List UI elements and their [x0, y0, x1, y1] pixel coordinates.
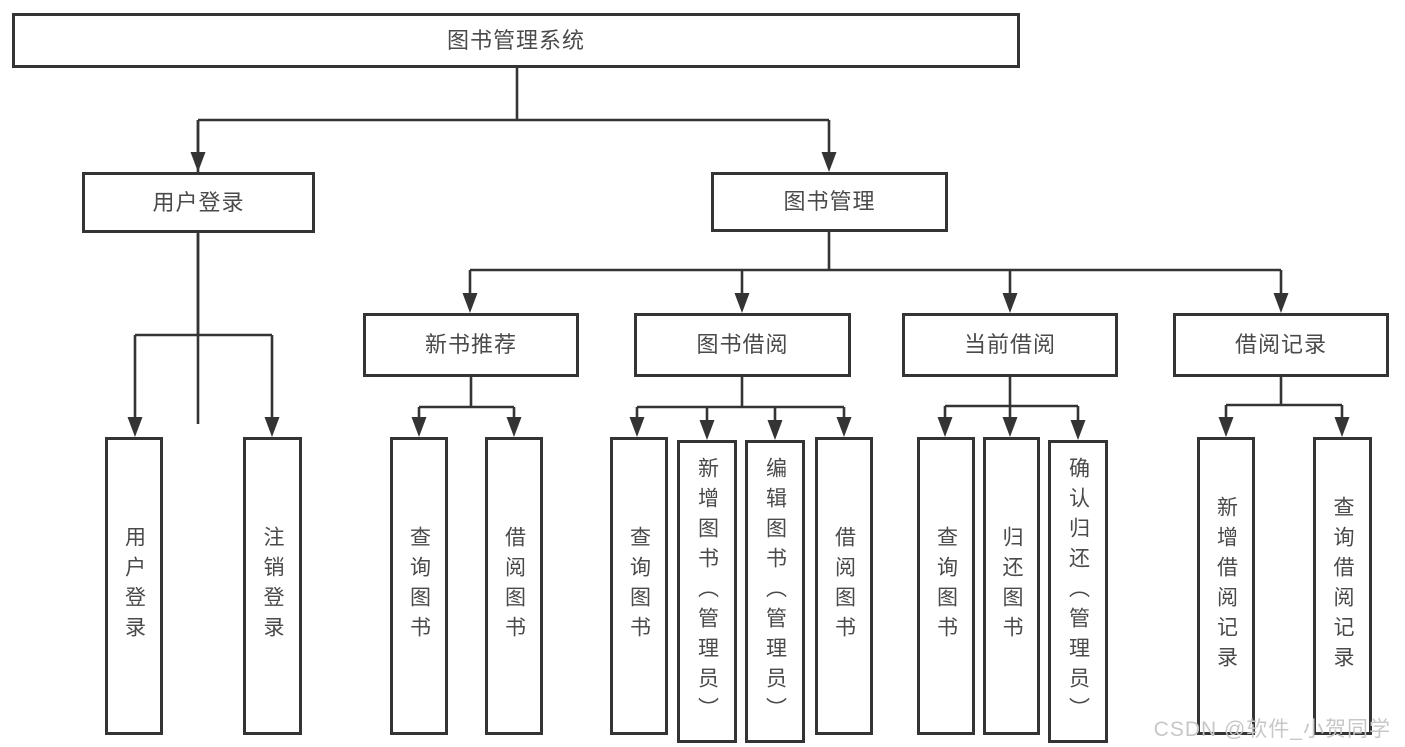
node-label: 查询借阅记录	[1331, 496, 1354, 676]
leaf-borrow-book-recommend: 借阅图书	[485, 437, 543, 735]
node-label: 新书推荐	[424, 332, 517, 357]
node-label: 查询图书	[934, 526, 958, 646]
node-book-management: 图书管理	[711, 172, 948, 232]
leaf-edit-book-admin: 编辑图书（管理员）	[745, 440, 805, 743]
node-user-login: 用户登录	[82, 172, 315, 233]
node-label: 用户登录	[122, 526, 146, 646]
leaf-logout: 注销登录	[243, 437, 302, 735]
node-label: 借阅图书	[502, 526, 526, 646]
node-current-borrow: 当前借阅	[902, 313, 1118, 377]
node-label: 当前借阅	[963, 332, 1056, 357]
node-label: 图书管理	[783, 189, 876, 214]
node-root-library-system: 图书管理系统	[12, 13, 1020, 68]
node-book-borrow: 图书借阅	[634, 313, 851, 377]
node-label: 注销登录	[261, 526, 284, 646]
leaf-query-borrow-record: 查询借阅记录	[1313, 437, 1372, 735]
csdn-watermark: CSDN @软件_小贺同学	[1153, 718, 1391, 741]
node-label: 借阅记录	[1234, 332, 1327, 357]
leaf-user-login: 用户登录	[105, 437, 163, 735]
node-label: 新增借阅记录	[1214, 496, 1238, 676]
node-label: 图书管理系统	[446, 27, 585, 53]
leaf-query-book-borrow: 查询图书	[610, 437, 668, 735]
node-borrow-records: 借阅记录	[1173, 313, 1389, 377]
node-label: 图书借阅	[696, 332, 789, 357]
leaf-query-book-current: 查询图书	[917, 437, 975, 735]
leaf-return-book: 归还图书	[983, 437, 1040, 735]
leaf-query-book-recommend: 查询图书	[390, 437, 448, 735]
leaf-borrow-book: 借阅图书	[815, 437, 873, 735]
node-label: 查询图书	[407, 526, 431, 646]
node-label: 确认归还（管理员）	[1066, 456, 1090, 727]
node-label: 借阅图书	[832, 526, 856, 646]
node-label: 查询图书	[627, 526, 651, 646]
node-label: 新增图书（管理员）	[695, 456, 719, 727]
leaf-add-borrow-record: 新增借阅记录	[1197, 437, 1255, 735]
node-label: 编辑图书（管理员）	[763, 456, 787, 727]
leaf-confirm-return-admin: 确认归还（管理员）	[1048, 440, 1108, 743]
node-label: 归还图书	[1000, 526, 1023, 646]
node-label: 用户登录	[152, 189, 245, 215]
leaf-add-book-admin: 新增图书（管理员）	[677, 440, 737, 743]
node-new-book-recommend: 新书推荐	[363, 313, 579, 377]
